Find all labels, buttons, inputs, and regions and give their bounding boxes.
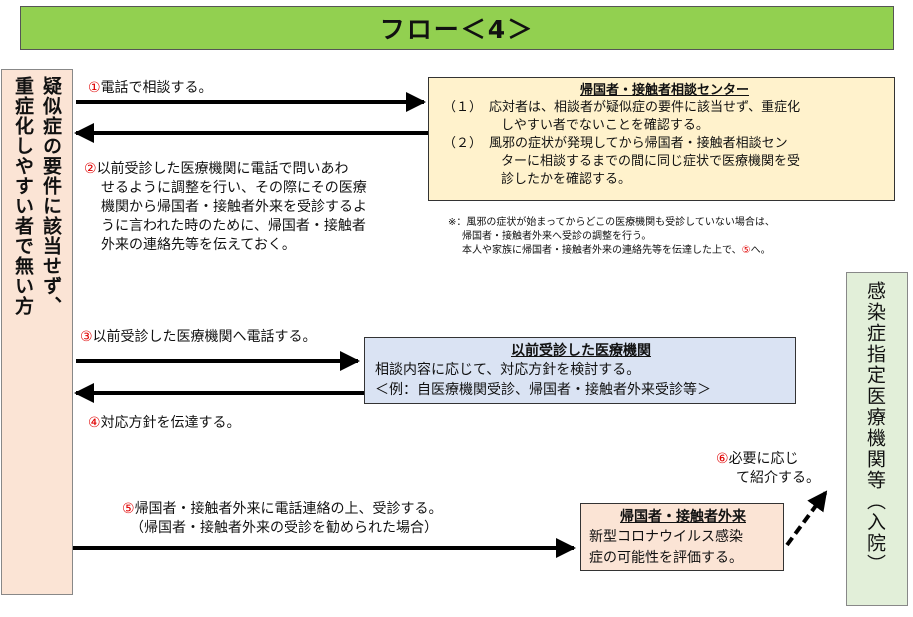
footnote-line-3: 本人や家族に帰国者・接触者外来の連絡先等を伝達した上で、⑤へ。 bbox=[448, 244, 775, 258]
item-1-line-1: 応対者は、相談者が疑似症の要件に該当せず、重症化 bbox=[489, 100, 801, 115]
step-4-text: 対応方針を伝達する。 bbox=[100, 415, 241, 431]
item-1-line-2: しやすい者でないことを確認する。 bbox=[501, 118, 709, 133]
step-4-label: ④対応方針を伝達する。 bbox=[88, 414, 241, 433]
previous-clinic-box: 以前受診した医療機関 相談内容に応じて、対応方針を検討する。 ＜例：自医療機関受… bbox=[364, 337, 796, 404]
step-2-line-2: せるように調整を行い、その際にその医療 bbox=[101, 180, 367, 196]
item-2-line-3: 診したかを確認する。 bbox=[501, 172, 632, 187]
step-2-label: ②以前受診した医療機関に電話で問いあわ せるように調整を行い、その際にその医療 … bbox=[84, 160, 367, 255]
arrow-step-6 bbox=[785, 490, 828, 547]
previous-clinic-title: 以前受診した医療機関 bbox=[511, 343, 651, 359]
item-2-line-1: 風邪の症状が発現してから帰国者・接触者相談セン bbox=[489, 136, 788, 151]
step-1-number: ① bbox=[88, 80, 101, 96]
step-5-line-1: ⑤帰国者・接触者外来に電話連絡の上、受診する。 bbox=[122, 500, 443, 519]
outpatient-clinic-line-1: 新型コロナウイルス感染 bbox=[589, 529, 743, 545]
step-5-text: 帰国者・接触者外来に電話連絡の上、受診する。 bbox=[134, 501, 443, 517]
step-5-number: ⑤ bbox=[122, 501, 135, 517]
step-5-label: ⑤帰国者・接触者外来に電話連絡の上、受診する。 （帰国者・接触者外来の受診を勧め… bbox=[122, 500, 443, 538]
step-2-line-5: 外来の連絡先等を伝えておく。 bbox=[101, 237, 296, 253]
consultation-item-1: （１） 応対者は、相談者が疑似症の要件に該当せず、重症化 しやすい者でないことを… bbox=[443, 99, 886, 135]
consultation-center-title: 帰国者・接触者相談センター bbox=[579, 83, 749, 98]
outpatient-clinic-line-2: 症の可能性を評価する。 bbox=[589, 550, 743, 566]
step-2-number: ② bbox=[84, 161, 97, 177]
step-6-line-2: て紹介する。 bbox=[736, 470, 820, 486]
step-2-text-1: 以前受診した医療機関に電話で問いあわ bbox=[96, 161, 349, 177]
designated-hospital-label: 感染症指定医療機関等（入院） bbox=[864, 281, 886, 575]
target-patient-line-2: 重症化しやすい者で無い方 bbox=[12, 76, 34, 316]
item-1-number: （１） bbox=[443, 100, 483, 115]
consultation-center-box: 帰国者・接触者相談センター （１） 応対者は、相談者が疑似症の要件に該当せず、重… bbox=[428, 77, 895, 201]
footnote: ※：風邪の症状が始まってからどこの医療機関も受診していない場合は、 帰国者・接触… bbox=[448, 216, 775, 258]
step-6-number: ⑥ bbox=[716, 451, 729, 467]
consultation-item-2: （２） 風邪の症状が発現してから帰国者・接触者相談セン ターに相談するまでの間に… bbox=[443, 135, 886, 189]
item-2-line-2: ターに相談するまでの間に同じ症状で医療機関を受 bbox=[501, 154, 801, 169]
step-2-line-1: ②以前受診した医療機関に電話で問いあわ bbox=[84, 160, 367, 179]
page-title: フロー＜4＞ bbox=[20, 6, 894, 50]
step-6-label: ⑥必要に応じ て紹介する。 bbox=[716, 450, 820, 488]
step-6-text-1: 必要に応じ bbox=[728, 451, 799, 467]
footnote-line-2: 帰国者・接触者外来へ受診の調整を行う。 bbox=[462, 231, 652, 242]
target-patient-line-1: 疑似症の要件に該当せず、 bbox=[40, 76, 62, 316]
previous-clinic-line-1: 相談内容に応じて、対応方針を検討する。 bbox=[375, 362, 641, 378]
footnote-line-3-text: 本人や家族に帰国者・接触者外来の連絡先等を伝達した上で、 bbox=[462, 245, 742, 256]
previous-clinic-line-2: ＜例：自医療機関受診、帰国者・接触者外来受診等＞ bbox=[375, 382, 711, 398]
step-4-number: ④ bbox=[88, 415, 101, 431]
footnote-tail: へ。 bbox=[750, 245, 771, 256]
outpatient-clinic-title: 帰国者・接触者外来 bbox=[620, 509, 746, 525]
step-6-line-1: ⑥必要に応じ bbox=[716, 450, 820, 469]
footnote-line-1: ※：風邪の症状が始まってからどこの医療機関も受診していない場合は、 bbox=[448, 217, 775, 228]
footnote-ref: ⑤ bbox=[741, 245, 751, 256]
step-3-label: ③以前受診した医療機関へ電話する。 bbox=[80, 328, 317, 347]
step-5-line-2: （帰国者・接触者外来の受診を勧められた場合） bbox=[130, 520, 438, 536]
step-3-number: ③ bbox=[80, 329, 93, 345]
designated-hospital-box: 感染症指定医療機関等（入院） bbox=[846, 272, 908, 606]
target-patient-box: 疑似症の要件に該当せず、 重症化しやすい者で無い方 bbox=[1, 69, 73, 595]
step-1-text: 電話で相談する。 bbox=[100, 80, 213, 96]
item-2-number: （２） bbox=[443, 136, 483, 151]
step-2-line-4: うに言われた時のために、帰国者・接触者 bbox=[101, 218, 366, 234]
step-3-text: 以前受診した医療機関へ電話する。 bbox=[92, 329, 317, 345]
step-2-line-3: 機関から帰国者・接触者外来を受診するよ bbox=[101, 199, 367, 215]
step-1-label: ①電話で相談する。 bbox=[88, 79, 213, 98]
outpatient-clinic-box: 帰国者・接触者外来 新型コロナウイルス感染 症の可能性を評価する。 bbox=[580, 503, 784, 571]
